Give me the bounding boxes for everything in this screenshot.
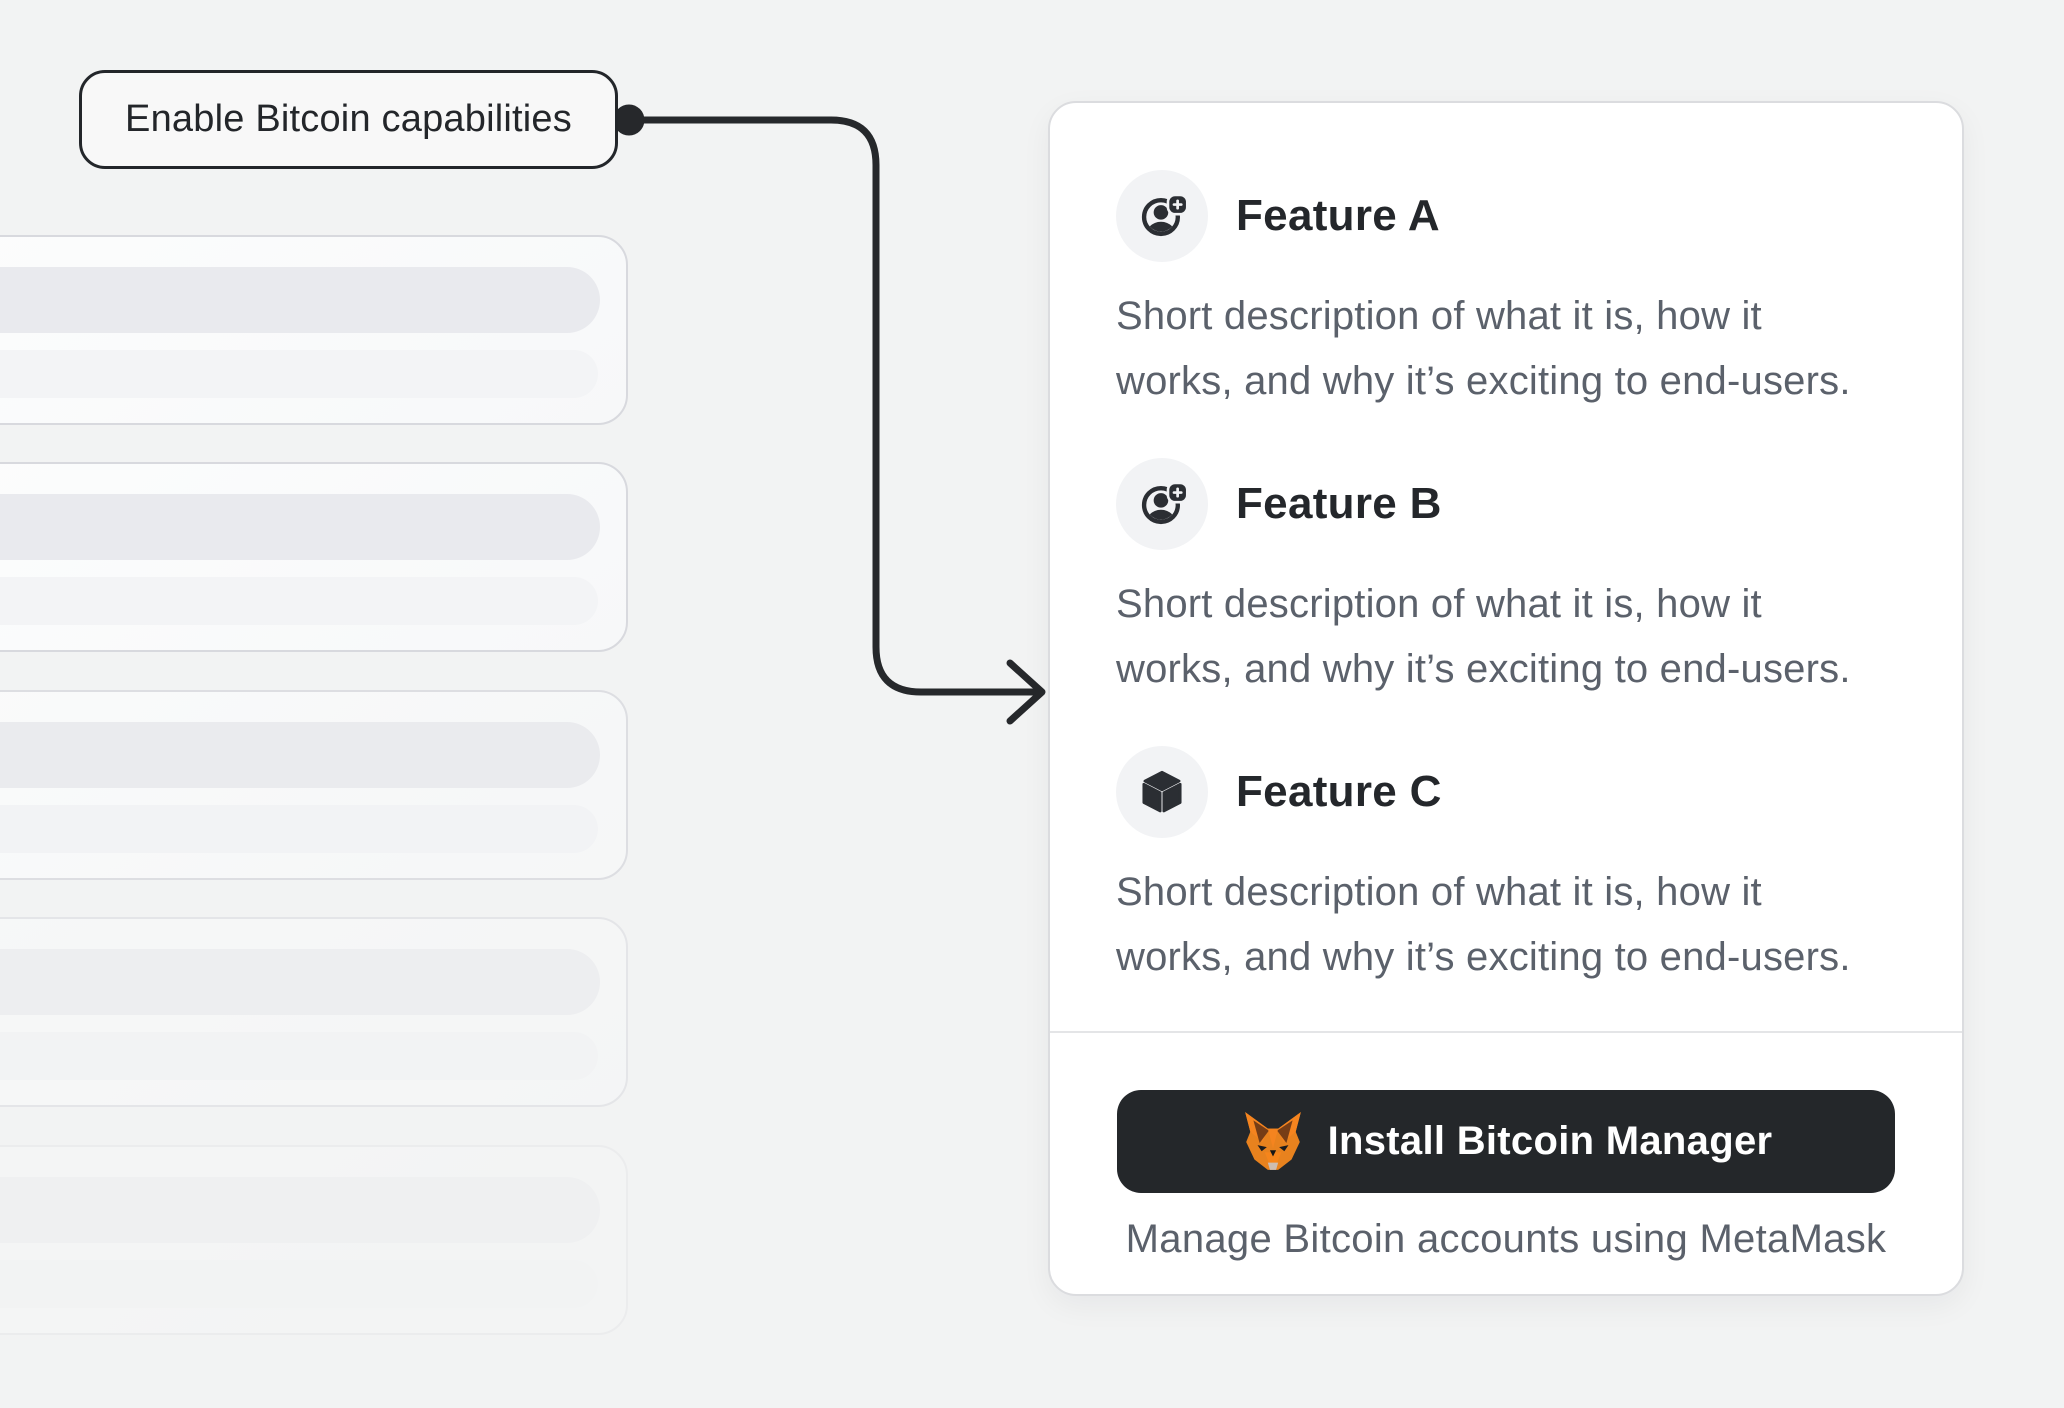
skeleton-bar-primary <box>0 949 600 1015</box>
skeleton-bar-primary <box>0 1177 600 1243</box>
feature-title: Feature C <box>1236 767 1442 816</box>
connector-line <box>625 116 1040 696</box>
connector-arrowhead-icon <box>1006 659 1046 725</box>
feature-description: Short description of what it is, how it … <box>1116 284 1896 413</box>
install-button-label: Install Bitcoin Manager <box>1327 1119 1773 1163</box>
skeleton-bar-primary <box>0 267 600 333</box>
skeleton-card <box>0 462 628 652</box>
feature-item: Feature A Short description of what it i… <box>1116 170 1896 413</box>
feature-description-line: Short description of what it is, how it <box>1116 294 1762 338</box>
feature-description-line: works, and why it’s exciting to end-user… <box>1116 934 1851 979</box>
skeleton-card <box>0 1145 628 1335</box>
install-button[interactable]: Install Bitcoin Manager <box>1117 1090 1895 1193</box>
feature-header: Feature B <box>1116 458 1896 550</box>
skeleton-bar-secondary <box>0 350 598 398</box>
features-panel: Feature A Short description of what it i… <box>1048 101 1964 1296</box>
user-plus-icon <box>1116 170 1208 262</box>
callout-label-box: Enable Bitcoin capabilities <box>79 70 618 169</box>
feature-title: Feature A <box>1236 191 1441 240</box>
feature-description-line: Short description of what it is, how it <box>1116 870 1762 914</box>
feature-header: Feature A <box>1116 170 1896 262</box>
skeleton-bar-secondary <box>0 1260 598 1308</box>
panel-divider <box>1050 1031 1962 1033</box>
feature-title: Feature B <box>1236 479 1442 528</box>
skeleton-bar-secondary <box>0 577 598 625</box>
feature-description: Short description of what it is, how it … <box>1116 572 1896 701</box>
skeleton-card <box>0 690 628 880</box>
cube-icon <box>1116 746 1208 838</box>
feature-item: Feature B Short description of what it i… <box>1116 458 1896 701</box>
skeleton-bar-primary <box>0 722 600 788</box>
callout-label-text: Enable Bitcoin capabilities <box>125 98 572 140</box>
skeleton-card <box>0 235 628 425</box>
user-plus-icon <box>1116 458 1208 550</box>
feature-item: Feature C Short description of what it i… <box>1116 746 1896 989</box>
skeleton-bar-secondary <box>0 1032 598 1080</box>
skeleton-card <box>0 917 628 1107</box>
feature-description: Short description of what it is, how it … <box>1116 860 1896 989</box>
feature-description-line: works, and why it’s exciting to end-user… <box>1116 358 1851 403</box>
panel-caption: Manage Bitcoin accounts using MetaMask <box>1125 1217 1887 1261</box>
metamask-fox-icon <box>1244 1111 1301 1170</box>
skeleton-bar-secondary <box>0 805 598 853</box>
feature-description-line: Short description of what it is, how it <box>1116 582 1762 626</box>
feature-description-line: works, and why it’s exciting to end-user… <box>1116 646 1851 691</box>
features-list: Feature A Short description of what it i… <box>1050 103 1962 989</box>
connector-dot <box>613 104 645 136</box>
skeleton-bar-primary <box>0 494 600 560</box>
panel-footer: Install Bitcoin Manager Manage Bitcoin a… <box>1050 1031 1962 1294</box>
feature-header: Feature C <box>1116 746 1896 838</box>
